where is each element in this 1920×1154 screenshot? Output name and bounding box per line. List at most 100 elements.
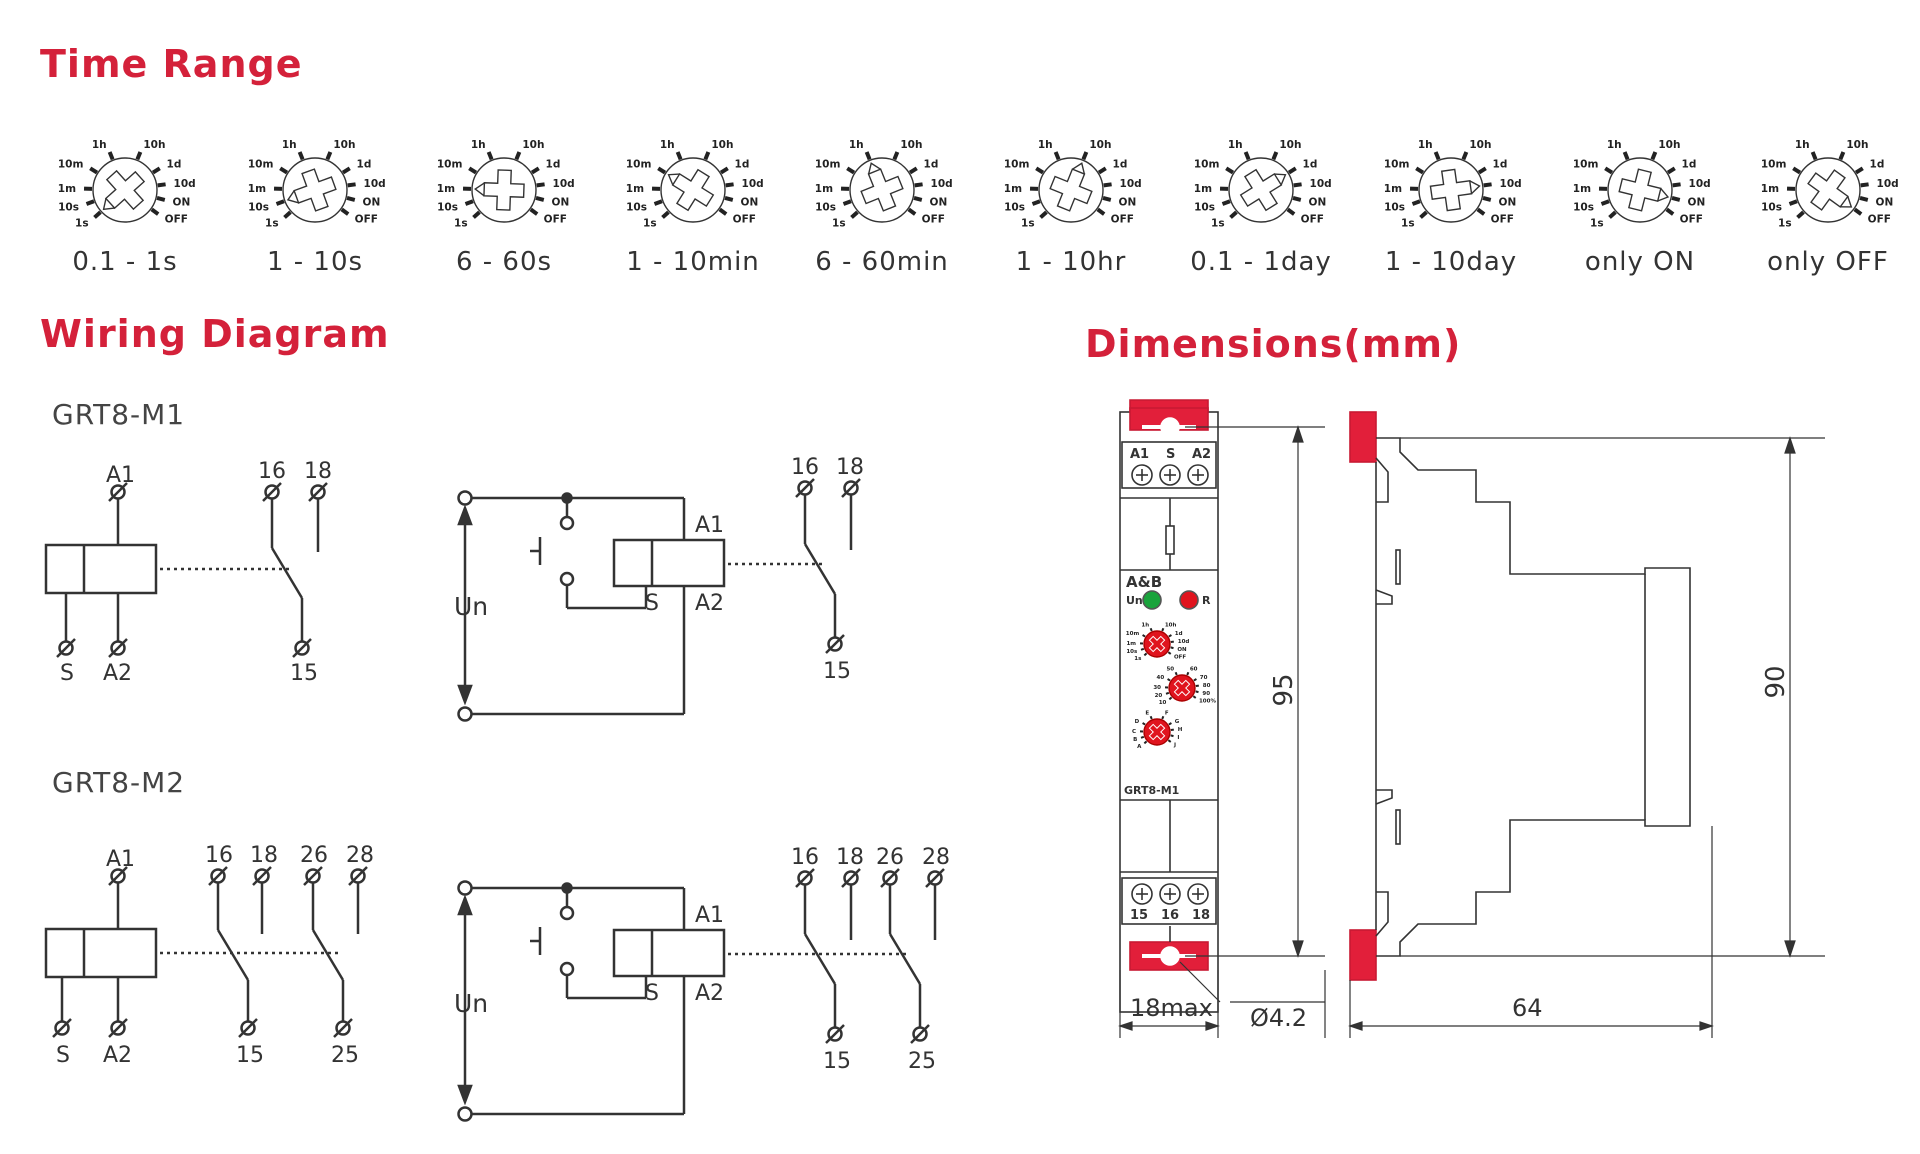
dial-tick	[468, 166, 478, 175]
dial-scale-label: ON	[741, 197, 759, 209]
bottom-screws	[1131, 883, 1209, 905]
dial-scale-label: 1d	[1870, 159, 1885, 171]
terminal-label-15: 15	[290, 661, 318, 686]
dial-scale-label: OFF	[1680, 213, 1703, 225]
dial-scale-label: ON	[1499, 197, 1517, 209]
dial-cross-knob	[1429, 168, 1473, 212]
dial-scale-label: 1h	[1228, 139, 1243, 151]
dial-scale-label: 10s	[1004, 201, 1025, 213]
dial-scale-label: 1s	[1590, 217, 1604, 229]
dial-scale-label: 10m	[1573, 159, 1599, 171]
dial-tick	[1193, 678, 1197, 682]
dial-scale-label: 10s	[437, 201, 458, 213]
dial-scale-label: 10h	[1279, 139, 1301, 151]
dial-scale-label: 10h	[1469, 139, 1491, 151]
dial-scale-label: 10h	[333, 139, 355, 151]
terminal-label-16: 16	[791, 455, 819, 480]
dial-scale-label: 10h	[1658, 139, 1680, 151]
terminal-s	[51, 1017, 73, 1039]
dial-scale-label: ON	[1119, 197, 1137, 209]
dial-tick	[325, 151, 333, 161]
dial-knob	[471, 157, 537, 223]
terminal-label-a1: A1	[106, 463, 135, 488]
model-label-m2: GRT8-M2	[52, 766, 186, 799]
terminal-label-18: 18	[836, 455, 864, 480]
terminal-label-15: 15	[823, 659, 851, 684]
terminal-label-16: 16	[791, 845, 819, 870]
dial-scale-label: OFF	[733, 213, 756, 225]
dial-tick	[1081, 151, 1089, 161]
dial-tick	[1287, 166, 1297, 175]
dial-tick	[1170, 646, 1174, 650]
dial-tick	[1174, 671, 1178, 676]
dial-cross-knob	[1618, 168, 1662, 212]
dial-tick	[1168, 722, 1172, 726]
dial-knob	[1168, 674, 1196, 702]
dial-tick	[1167, 739, 1172, 743]
dial-pointer	[667, 173, 680, 186]
dial-scale-label: 10m	[437, 159, 463, 171]
top-terminal-label: A1	[1130, 447, 1149, 462]
dial-tick	[703, 151, 711, 161]
dial-scale-label: OFF	[1868, 213, 1891, 225]
dial-scale-label: 1m	[248, 183, 266, 195]
dial-scale-label: ON	[1177, 647, 1187, 653]
dial-tick	[653, 199, 663, 206]
dial-scale-label: 10m	[248, 159, 274, 171]
dial-knob	[1418, 157, 1484, 223]
dial-scale-label: 1h	[1795, 139, 1810, 151]
dial-tick	[1483, 182, 1492, 188]
dial-tick	[724, 196, 734, 202]
dial-tick	[1229, 210, 1238, 219]
dial-scale-label: 10s	[58, 201, 79, 213]
dial-pointer	[1274, 173, 1287, 186]
dial-tick	[892, 151, 900, 161]
dial-tick	[913, 196, 923, 202]
dial-scale-label: 10m	[1384, 159, 1410, 171]
dial-scale-label: 1m	[1194, 183, 1212, 195]
dial-scale-label: 10d	[1310, 178, 1332, 190]
dial-knob	[1795, 157, 1861, 223]
dial-tick	[1167, 678, 1171, 682]
m1-symbol: A1 S A2 16 18 15	[44, 459, 332, 686]
dial-scale-label: 1m	[1761, 183, 1779, 195]
time-range-label: 0.1 - 1day	[1190, 247, 1332, 277]
dial-scale-label: 1d	[1113, 159, 1128, 171]
dial-scale-label: 1s	[1401, 217, 1415, 229]
dial-scale-label: 10h	[1846, 139, 1868, 151]
dial-tick	[1411, 199, 1421, 206]
terminal-label-26: 26	[876, 845, 904, 870]
terminal-label-a2: A2	[695, 981, 724, 1006]
dial-tick	[1142, 722, 1146, 726]
terminal-s	[55, 637, 77, 659]
power-led	[1142, 590, 1162, 610]
dial-scale-label: 70	[1200, 675, 1208, 681]
terminal-label-a1: A1	[695, 513, 724, 538]
dial-scale-label: 10s	[1384, 201, 1405, 213]
dial-tick	[283, 210, 292, 219]
dial-scale-label: 60	[1190, 666, 1198, 672]
dial-tick	[725, 182, 734, 188]
dimension-lines-side: 90 64	[1348, 436, 1825, 1038]
dial-scale-label: 1s	[643, 217, 657, 229]
dial-tick	[1192, 695, 1197, 699]
dial-tick	[719, 166, 729, 175]
dial-scale-label: 10	[1159, 700, 1167, 706]
dial-scale-label: 1d	[1493, 159, 1508, 171]
dial-tick	[1102, 196, 1112, 202]
dial-knob	[1607, 157, 1673, 223]
dial-scale-label: ON	[1876, 197, 1894, 209]
dial-tick	[1103, 182, 1112, 188]
dial-tick	[1854, 166, 1864, 175]
dial-tick	[1293, 182, 1302, 188]
dial-scale-label: OFF	[1111, 213, 1134, 225]
dial-scale-label: ON	[552, 197, 570, 209]
dial-tick	[1859, 196, 1869, 202]
dial-tick	[1672, 182, 1681, 188]
dial-scale-label: 1d	[167, 159, 182, 171]
